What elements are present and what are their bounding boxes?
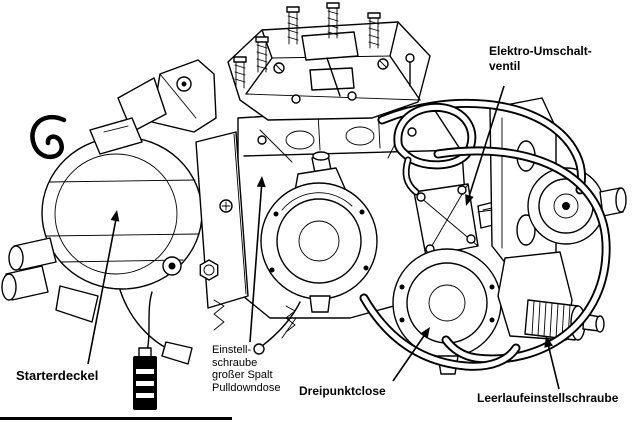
baseline-rule [0, 417, 232, 420]
label-line: Pulldowndose [212, 381, 281, 394]
label-line: Einstell- [212, 344, 252, 356]
label-elektro-umschaltventil: Elektro-Umschalt- ventil [489, 44, 592, 74]
label-line: Elektro-Umschalt- [489, 44, 592, 58]
label-starterdeckel: Starterdeckel [16, 368, 99, 383]
vacuum-hoses [359, 98, 611, 371]
spring-hook [30, 114, 67, 159]
pulldown-unit [260, 151, 378, 313]
label-line: großer Spalt [212, 369, 273, 381]
label-line: ventil [489, 59, 521, 73]
label-dreipunktdose: Dreipunktclose [299, 384, 386, 398]
stud-springs [233, 2, 381, 89]
label-line: schraube [212, 356, 258, 369]
choke-linkage [253, 301, 301, 355]
wire-connector-plug [133, 291, 157, 410]
top-cover-plate [227, 21, 431, 121]
electro-changeover-valve [413, 183, 498, 257]
idle-screw [497, 251, 605, 341]
leader-lines [87, 85, 560, 390]
label-einstellschraube-pulldowndose: Einstell- schraube großer Spalt Pulldown… [212, 344, 281, 394]
label-leerlaufeinstellschraube: Leerlaufeinstellschraube [477, 391, 619, 405]
mid-bracket [162, 131, 249, 331]
starter-cover [1, 117, 203, 365]
leader-arrowheads [110, 176, 554, 348]
